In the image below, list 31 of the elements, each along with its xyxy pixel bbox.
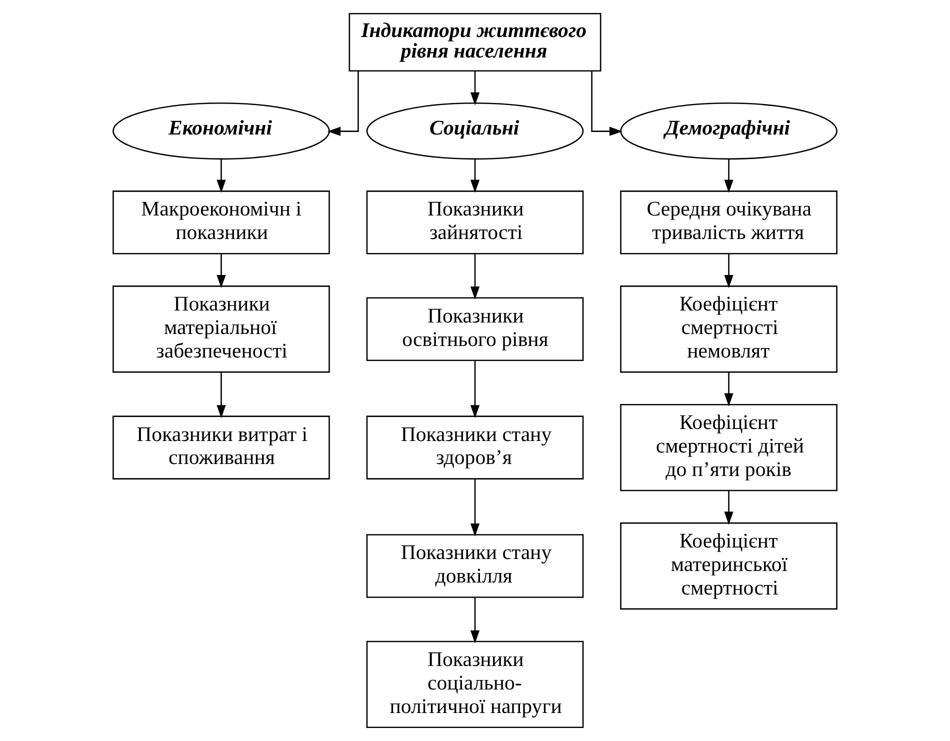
node-box: Показники зайнятості <box>366 190 584 254</box>
node-box: Індикатори життєвого рівня населення <box>348 12 602 72</box>
arrow <box>216 372 226 418</box>
node-box: Показники витрат і споживання <box>112 416 330 480</box>
node-ellipse: Демографічні <box>620 102 838 160</box>
node-box: Показники освітнього рівня <box>366 297 584 362</box>
arrow <box>470 598 480 644</box>
node-box: Середня очікувана тривалість життя <box>620 190 838 254</box>
node-box: Коефіцієнт смертності дітей до п’яти років <box>620 404 838 492</box>
arrow <box>328 70 359 136</box>
arrow <box>470 479 480 537</box>
arrow <box>591 70 622 136</box>
arrow <box>470 71 480 106</box>
node-box: Показники соціально-політичної напруги <box>366 640 584 728</box>
arrow <box>470 360 480 418</box>
arrow <box>216 158 226 193</box>
arrow <box>470 254 480 300</box>
arrow <box>470 158 480 193</box>
node-box: Показники стану довкілля <box>366 534 584 598</box>
node-ellipse: Економічні <box>112 102 330 160</box>
arrow <box>724 254 734 288</box>
node-box: Макроекономічн і показники <box>112 190 330 254</box>
node-box: Показники матеріальної забезпеченості <box>112 286 330 373</box>
node-box: Коефіцієнт материнської смертності <box>620 522 838 610</box>
arrow <box>724 490 734 525</box>
node-box: Коефіцієнт смертності немовлят <box>620 286 838 373</box>
arrow <box>724 158 734 193</box>
arrow <box>724 372 734 406</box>
arrow <box>216 254 226 288</box>
node-ellipse: Соціальні <box>366 102 584 160</box>
node-box: Показники стану здоров’я <box>366 416 584 480</box>
